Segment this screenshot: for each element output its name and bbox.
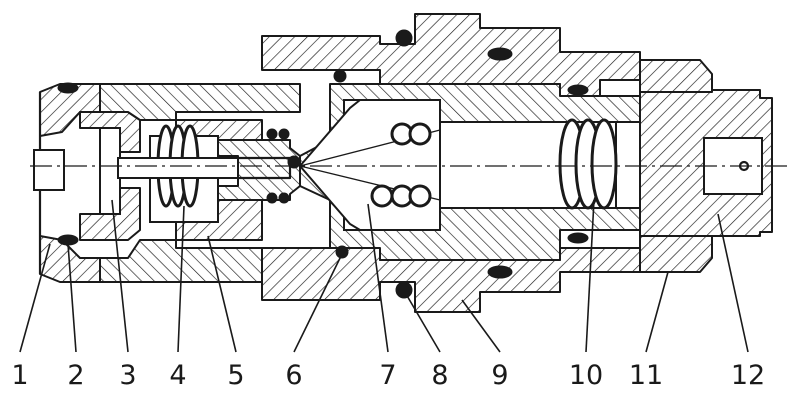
inner-spring (370, 122, 432, 208)
poppet-stem (117, 156, 292, 180)
callout-10: 10 (569, 360, 603, 391)
callout-4: 4 (169, 360, 186, 391)
callout-11: 11 (629, 360, 663, 391)
nut-part-11 (639, 59, 713, 273)
cone-valve-part-7 (298, 99, 441, 231)
callout-1: 1 (11, 360, 28, 391)
callout-leaders (19, 199, 749, 353)
callout-3: 3 (119, 360, 136, 391)
end-fitting-part-12 (639, 89, 773, 237)
callout-2: 2 (67, 360, 84, 391)
plug-body-part-3 (79, 83, 301, 283)
callout-6: 6 (285, 360, 302, 391)
seal-rings (57, 29, 589, 299)
callout-7: 7 (379, 360, 396, 391)
callout-12: 12 (731, 360, 765, 391)
plug-nose-part-1 (33, 83, 111, 283)
callout-8: 8 (431, 360, 448, 391)
callout-labels: 1 2 3 4 5 6 7 8 9 10 11 12 (11, 360, 765, 391)
callout-9: 9 (491, 360, 508, 391)
spring-part-10 (558, 118, 618, 210)
callout-5: 5 (227, 360, 244, 391)
